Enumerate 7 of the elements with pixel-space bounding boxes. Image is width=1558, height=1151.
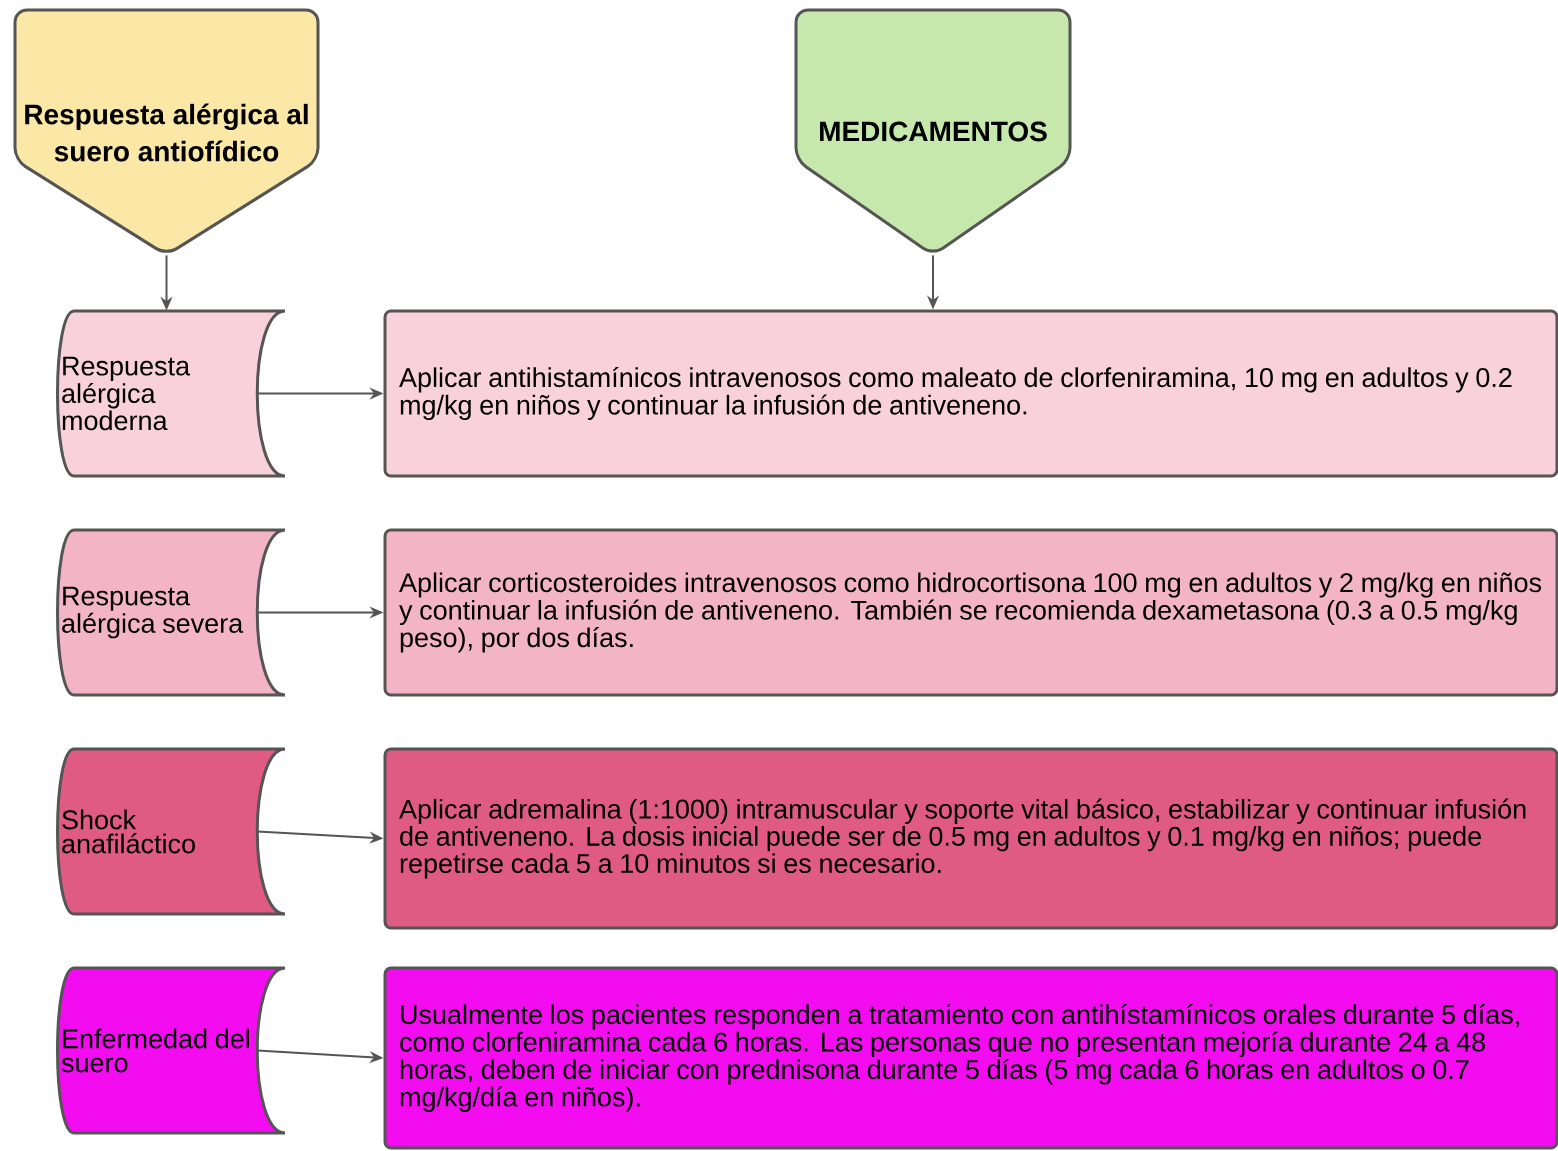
category-shape: Enfermedad del suero (56, 966, 287, 1135)
header-pentagon: Respuesta alérgica al suero antiofídico (13, 8, 320, 253)
text-box: Aplicar adremalina (1:1000) intramuscular y soporte vital básico, estabilizar y continuar infusión de antiveneno. La dosis inicial puede ser de 0.5 mg en adultos y 0.1 mg/kg en niños; puede repetirse cada 5 a 10 minutos si es necesario. (383, 747, 1558, 930)
text-box: Aplicar antihistamínicos intravenosos como maleato de clorfeniramina, 10 mg en adultos y 0.2 mg/kg en niños y continuar la infusión de antiveneno. (383, 309, 1558, 478)
text-box: Aplicar corticosteroides intravenosos como hidrocortisona 100 mg en adultos y 2 mg/kg en niños y continuar la infusión de antiveneno. También se recomienda dexametasona (0.3 a 0.5 mg/kg peso), por dos días. (383, 528, 1558, 697)
header-pentagon: MEDICAMENTOS (794, 8, 1072, 253)
text-box: Usualmente los pacientes responden a tratamiento con antihístamínicos orales durante 5 días, como clorfeniramina cada 6 horas. Las personas que no presentan mejoría durante 24 a 48 horas, deben de iniciar con prednisona durante 5 días (5 mg cada 6 horas en adultos o 0.7 mg/kg/día en niños). (383, 966, 1558, 1150)
